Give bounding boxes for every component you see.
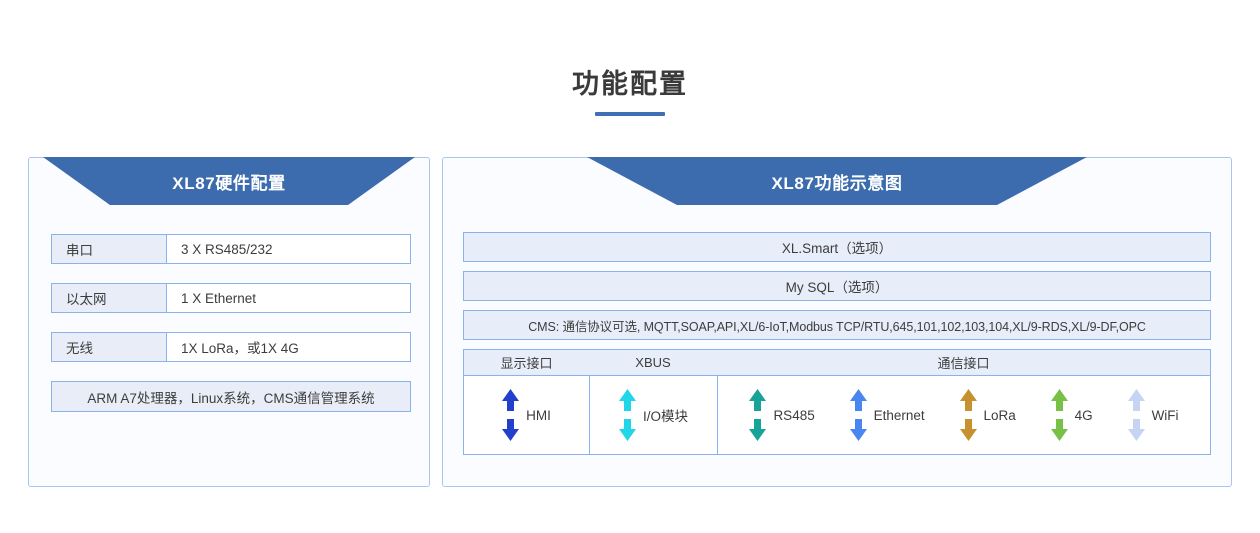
stack-bar-xlsmart: XL.Smart（选项） (463, 232, 1211, 262)
function-diagram-panel: XL87功能示意图 XL.Smart（选项） My SQL（选项） CMS: 通… (442, 157, 1232, 487)
stack-bar-mysql: My SQL（选项） (463, 271, 1211, 301)
spec-row: 无线 1X LoRa，或1X 4G (51, 332, 411, 362)
platform-summary: ARM A7处理器，Linux系统，CMS通信管理系统 (51, 381, 411, 412)
xbus-port-list: I/O模块 (590, 389, 717, 441)
port-item: RS485 (749, 389, 815, 441)
bidirectional-arrow-icon (749, 389, 767, 441)
spec-value: 3 X RS485/232 (167, 234, 411, 264)
hardware-banner-wrap: XL87硬件配置 (29, 157, 429, 205)
spec-key: 串口 (51, 234, 167, 264)
hardware-spec-list: 串口 3 X RS485/232 以太网 1 X Ethernet 无线 1X … (51, 234, 411, 412)
column-header-display: 显示接口 (500, 356, 553, 371)
port-item: Ethernet (849, 389, 925, 441)
port-item: HMI (502, 389, 551, 441)
port-item: 4G (1050, 389, 1093, 441)
spec-row: 以太网 1 X Ethernet (51, 283, 411, 313)
bidirectional-arrow-icon (502, 389, 520, 441)
interface-table-header: 显示接口 XBUS 通信接口 (464, 350, 1210, 376)
function-panel-banner: XL87功能示意图 (587, 157, 1087, 205)
column-header-xbus: XBUS (635, 355, 671, 370)
interface-table-body: HMI I/O模块 (464, 376, 1210, 454)
bidirectional-arrow-icon (959, 389, 977, 441)
spec-key: 无线 (51, 332, 167, 362)
port-label: Ethernet (873, 407, 925, 423)
xbus-interface-cell: I/O模块 (589, 376, 717, 454)
interface-table: 显示接口 XBUS 通信接口 HMI (463, 349, 1211, 455)
spec-key: 以太网 (51, 283, 167, 313)
bidirectional-arrow-icon (1050, 389, 1068, 441)
function-banner-wrap: XL87功能示意图 (443, 157, 1231, 205)
port-label: RS485 (773, 407, 815, 423)
spec-value: 1X LoRa，或1X 4G (167, 332, 411, 362)
port-item: I/O模块 (618, 389, 688, 441)
spec-row: 串口 3 X RS485/232 (51, 234, 411, 264)
port-label: I/O模块 (642, 409, 688, 424)
port-label: WiFi (1151, 407, 1179, 423)
comm-interface-cell: RS485 Ethernet (717, 376, 1210, 454)
hardware-panel-banner: XL87硬件配置 (43, 157, 415, 205)
port-item: WiFi (1127, 389, 1179, 441)
hardware-config-panel: XL87硬件配置 串口 3 X RS485/232 以太网 1 X Ethern… (28, 157, 430, 487)
bidirectional-arrow-icon (1127, 389, 1145, 441)
software-stack: XL.Smart（选项） My SQL（选项） CMS: 通信协议可选, MQT… (463, 232, 1211, 455)
title-underline (595, 112, 665, 117)
comm-port-list: RS485 Ethernet (718, 389, 1210, 441)
port-item: LoRa (959, 389, 1016, 441)
bidirectional-arrow-icon (618, 389, 636, 441)
page-title: 功能配置 (572, 69, 688, 99)
page-header: 功能配置 (0, 68, 1260, 117)
stack-bar-cms: CMS: 通信协议可选, MQTT,SOAP,API,XL/6-IoT,Modb… (463, 310, 1211, 340)
bidirectional-arrow-icon (849, 389, 867, 441)
port-label: HMI (526, 407, 551, 423)
display-port-list: HMI (464, 389, 589, 441)
column-header-comm: 通信接口 (937, 356, 990, 371)
port-label: LoRa (983, 407, 1016, 423)
spec-value: 1 X Ethernet (167, 283, 411, 313)
port-label: 4G (1074, 407, 1093, 423)
display-interface-cell: HMI (464, 376, 589, 454)
